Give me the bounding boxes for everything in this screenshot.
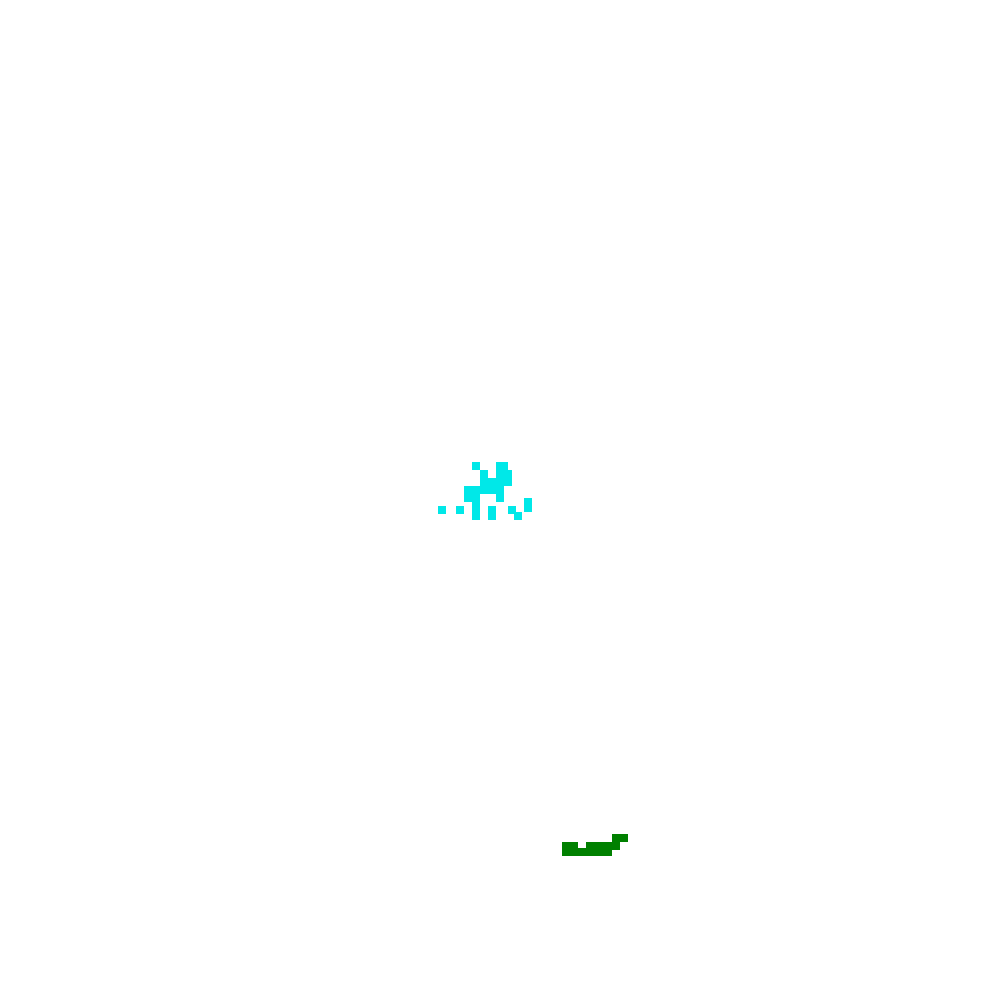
cyan-pixel bbox=[472, 486, 480, 494]
cyan-pixel bbox=[472, 506, 480, 514]
cyan-pixel bbox=[464, 494, 472, 502]
cyan-pixel bbox=[504, 478, 512, 486]
cyan-pixel bbox=[488, 506, 496, 514]
cyan-pixel bbox=[472, 462, 480, 470]
green-pixel bbox=[562, 842, 578, 850]
cyan-pixel bbox=[480, 478, 488, 486]
cyan-pixel bbox=[496, 478, 504, 486]
cyan-pixel bbox=[488, 486, 496, 494]
cyan-creature-sprite[interactable] bbox=[438, 462, 534, 522]
cyan-pixel bbox=[472, 512, 480, 520]
cyan-pixel bbox=[500, 462, 508, 470]
green-pixel bbox=[612, 834, 628, 842]
cyan-pixel bbox=[496, 486, 504, 494]
cyan-pixel bbox=[504, 470, 512, 478]
cyan-pixel bbox=[472, 494, 480, 502]
cyan-pixel bbox=[524, 498, 532, 506]
cyan-pixel bbox=[464, 486, 472, 494]
green-pixel bbox=[562, 848, 612, 856]
cyan-pixel bbox=[456, 506, 464, 514]
cyan-pixel bbox=[480, 470, 488, 478]
cyan-pixel bbox=[480, 486, 488, 494]
green-pixel bbox=[586, 842, 620, 850]
cyan-pixel bbox=[496, 470, 504, 478]
cyan-pixel bbox=[508, 506, 516, 514]
green-object-sprite[interactable] bbox=[562, 834, 630, 858]
cyan-pixel bbox=[496, 494, 504, 502]
cyan-pixel bbox=[514, 512, 522, 520]
cyan-pixel bbox=[438, 506, 446, 514]
cyan-pixel bbox=[472, 500, 480, 508]
cyan-pixel bbox=[488, 512, 496, 520]
cyan-pixel bbox=[488, 478, 496, 486]
cyan-pixel bbox=[524, 504, 532, 512]
